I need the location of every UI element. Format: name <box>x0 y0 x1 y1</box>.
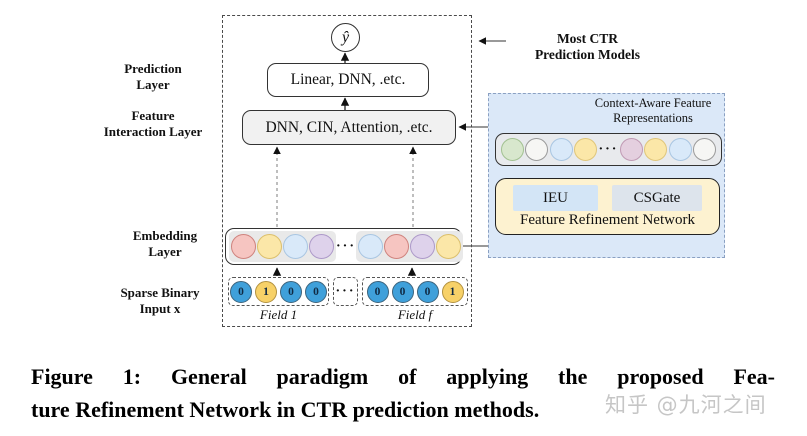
refined-circle-white <box>692 138 716 161</box>
field-ellipsis-box: ··· <box>333 277 358 306</box>
frn-title: Feature Refinement Network <box>520 212 695 228</box>
context-aware-label-line2: Representations <box>613 110 693 125</box>
refined-representation-row: ··· <box>495 133 722 166</box>
field-f-label: Field f <box>397 307 433 322</box>
embedding-circle-pink <box>384 234 410 259</box>
output-node: ŷ <box>331 23 360 52</box>
refined-circle-mauve <box>619 138 643 161</box>
caption-line2: ture Refinement Network in CTR predictio… <box>31 396 540 422</box>
csgate-box: CSGate <box>612 185 702 211</box>
embedding-circle-blue <box>358 234 384 259</box>
feature-refinement-network-box: IEU CSGate Feature Refinement Network <box>495 178 720 235</box>
bit-circle: 0 <box>280 280 302 303</box>
feature-interaction-layer-label: Feature Interaction Layer <box>88 108 218 139</box>
embedding-circle-purple <box>309 234 334 259</box>
context-aware-label: Context-Aware Feature Representations <box>573 96 733 125</box>
label-line: Layer <box>148 243 182 259</box>
context-aware-label-line1: Context-Aware Feature <box>594 96 712 110</box>
sparse-binary-input-label: Sparse Binary Input x <box>95 285 225 316</box>
bit-circle: 0 <box>391 280 414 303</box>
embedding-circle-pink <box>231 234 256 259</box>
label-line: Prediction <box>124 61 182 76</box>
ellipsis: ··· <box>336 238 357 254</box>
embedding-circle-yellow <box>436 234 462 259</box>
label-line: Input x <box>139 300 181 316</box>
interaction-layer-box: DNN, CIN, Attention, .etc. <box>242 110 456 145</box>
field-1-label: Field 1 <box>259 307 298 322</box>
bit-circle: 1 <box>441 280 464 303</box>
output-symbol: ŷ <box>341 28 350 46</box>
bit-circle: 0 <box>305 280 327 303</box>
refined-circle-blue <box>668 138 692 161</box>
refined-circle-blue <box>549 138 573 161</box>
label-line: Interaction Layer <box>103 123 203 139</box>
prediction-layer-box: Linear, DNN, .etc. <box>267 63 429 97</box>
figure-caption: Figure 1: General paradigm of applying t… <box>31 361 775 426</box>
most-ctr-annotation: Most CTR Prediction Models <box>515 31 660 63</box>
label-line: Embedding <box>132 228 198 243</box>
ctr-models-boundary <box>222 15 472 327</box>
prediction-layer-label: Prediction Layer <box>88 61 218 92</box>
label-line: Sparse Binary <box>120 285 200 300</box>
embedding-layer-label: Embedding Layer <box>100 228 230 259</box>
bit-circle: 0 <box>230 280 252 303</box>
embedding-row: ··· <box>225 228 464 265</box>
embedding-circle-purple <box>410 234 436 259</box>
ellipsis: ··· <box>598 141 619 157</box>
watermark: 知乎 @九河之间 <box>605 393 767 417</box>
annotation-line: Most CTR <box>556 31 619 46</box>
embedding-circle-yellow <box>257 234 282 259</box>
bit-circle: 0 <box>416 280 439 303</box>
refined-circle-yellow <box>644 138 668 161</box>
embedding-circle-blue <box>283 234 308 259</box>
label-line: Feature <box>131 108 175 123</box>
embedding-group-2 <box>356 231 464 262</box>
bit-circle: 0 <box>366 280 389 303</box>
caption-line1: Figure 1: General paradigm of applying t… <box>31 364 775 389</box>
ellipsis: ··· <box>335 283 356 299</box>
embedding-group-1 <box>229 231 336 262</box>
bit-circle: 1 <box>255 280 277 303</box>
annotation-line: Prediction Models <box>534 47 641 62</box>
refined-circle-green <box>501 138 524 161</box>
refined-circle-white <box>525 138 549 161</box>
refined-circle-yellow <box>574 138 598 161</box>
iue-box: IEU <box>513 185 598 211</box>
label-line: Layer <box>136 76 170 92</box>
